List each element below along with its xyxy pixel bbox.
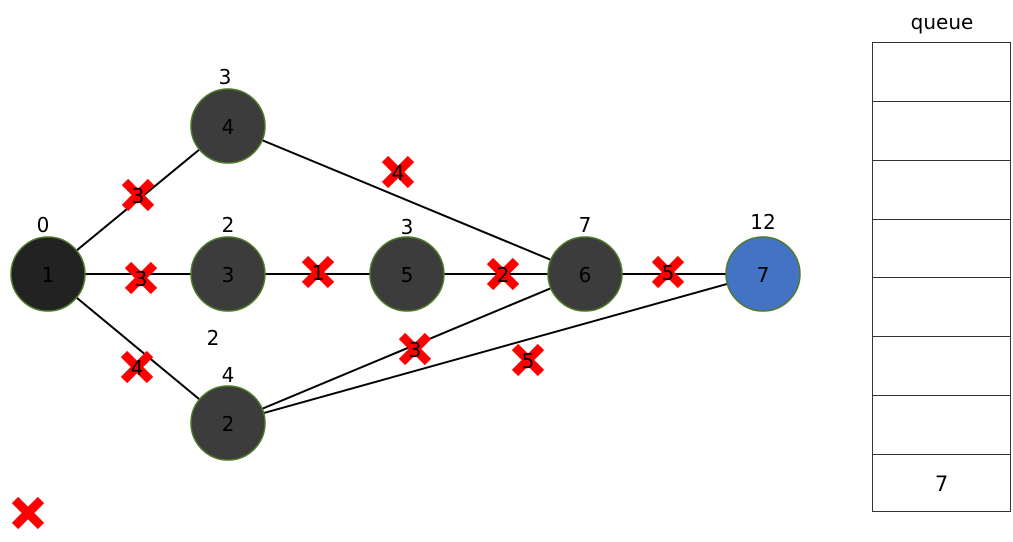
edge-weight-cross: 3 — [398, 332, 432, 366]
edge-n2-n7 — [227, 273, 764, 424]
edge-weight-cross: 4 — [381, 155, 415, 189]
edge-weight-cross: 4 — [120, 350, 154, 384]
node-label: 2 — [222, 412, 235, 436]
node-label: 7 — [757, 263, 770, 287]
queue: 7 — [872, 42, 1011, 512]
distance-label: 3 — [219, 65, 232, 89]
distance-label: 12 — [750, 210, 775, 234]
queue-cell: 7 — [934, 472, 949, 496]
old-distance-label: 2 — [207, 326, 220, 350]
edge-weight-cross: 3 — [121, 178, 155, 212]
edge-weight-label: 4 — [131, 356, 144, 380]
edge-weight-label: 2 — [497, 263, 510, 287]
edge-n4-n6 — [227, 125, 586, 275]
queue-cell — [873, 219, 1010, 278]
edge-weight-cross: 5 — [651, 255, 685, 289]
edge-weight-cross: 2 — [486, 257, 520, 291]
node-6 — [547, 236, 623, 312]
queue-cell — [873, 43, 1010, 102]
node-label: 4 — [222, 115, 235, 139]
edge-n1-n2 — [47, 273, 229, 424]
distance-label: 0 — [37, 213, 50, 237]
node-5 — [369, 236, 445, 312]
cross-legend-icon — [11, 496, 45, 530]
edge-weight-label: 3 — [409, 338, 422, 362]
distance-label: 2 — [222, 213, 235, 237]
queue-cell — [873, 102, 1010, 161]
node-2 — [190, 385, 266, 461]
queue-cell — [873, 161, 1010, 220]
queue-cell — [873, 337, 1010, 396]
node-label: 1 — [42, 263, 55, 287]
edge-weight-label: 5 — [522, 349, 535, 373]
edge-weight-label: 3 — [132, 184, 145, 208]
node-label: 5 — [401, 263, 414, 287]
edge-weight-label: 4 — [392, 161, 405, 185]
distance-label: 4 — [222, 363, 235, 387]
node-7 — [725, 236, 801, 312]
node-3 — [190, 236, 266, 312]
distance-label: 3 — [401, 215, 414, 239]
edge-weight-cross: 3 — [124, 261, 158, 295]
queue-cell — [873, 278, 1010, 337]
edge-weight-cross: 5 — [511, 343, 545, 377]
edge-weight-label: 3 — [135, 267, 148, 291]
queue-cell — [873, 396, 1010, 455]
node-label: 6 — [579, 263, 592, 287]
node-4 — [190, 88, 266, 164]
edge-weight-label: 1 — [312, 261, 325, 285]
edge-n2-n6 — [227, 273, 586, 424]
node-label: 3 — [222, 263, 235, 287]
edge-weight-label: 5 — [662, 261, 675, 285]
node-1 — [10, 236, 86, 312]
queue-title: queue — [910, 10, 974, 34]
distance-label: 7 — [579, 213, 592, 237]
edge-weight-cross: 1 — [301, 255, 335, 289]
